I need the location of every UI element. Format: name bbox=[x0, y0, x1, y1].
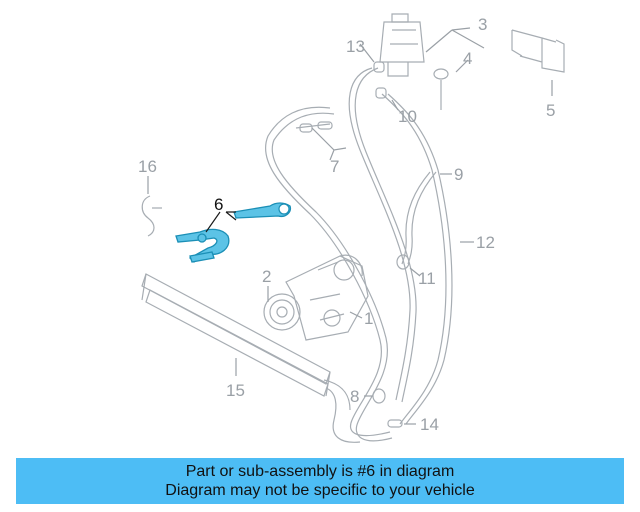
callout-2: 2 bbox=[262, 267, 271, 286]
callout-3: 3 bbox=[478, 15, 487, 34]
hose-clip bbox=[141, 195, 162, 237]
reservoir bbox=[379, 13, 425, 77]
info-banner: Part or sub-assembly is #6 in diagram Di… bbox=[16, 458, 624, 504]
callout-16: 16 bbox=[138, 157, 157, 176]
lower-fittings bbox=[372, 388, 403, 428]
callout-7: 7 bbox=[330, 157, 339, 176]
callout-1: 1 bbox=[364, 309, 373, 328]
banner-line-1: Part or sub-assembly is #6 in diagram bbox=[185, 463, 455, 480]
callout-14: 14 bbox=[420, 415, 439, 434]
callout-10: 10 bbox=[398, 107, 417, 126]
leader-lines bbox=[147, 27, 553, 425]
return-hoses bbox=[348, 67, 453, 425]
callout-11: 11 bbox=[418, 269, 436, 288]
callout-13: 13 bbox=[346, 37, 365, 56]
sensor-part bbox=[433, 68, 449, 110]
callout-5: 5 bbox=[546, 101, 555, 120]
banner-line-2: Diagram may not be specific to your vehi… bbox=[165, 482, 475, 499]
fittings bbox=[373, 61, 387, 99]
callout-8: 8 bbox=[350, 387, 359, 406]
hose-clamp bbox=[396, 254, 410, 270]
pressure-line bbox=[264, 106, 393, 442]
callout-12: 12 bbox=[476, 233, 495, 252]
callout-4: 4 bbox=[463, 49, 472, 68]
callout-9: 9 bbox=[454, 165, 463, 184]
callout-15: 15 bbox=[226, 381, 245, 400]
highlighted-hose-part-6[interactable] bbox=[175, 202, 292, 263]
bracket bbox=[511, 29, 565, 73]
cooler bbox=[141, 273, 361, 443]
pump bbox=[263, 254, 369, 341]
callout-6[interactable]: 6 bbox=[214, 195, 223, 214]
